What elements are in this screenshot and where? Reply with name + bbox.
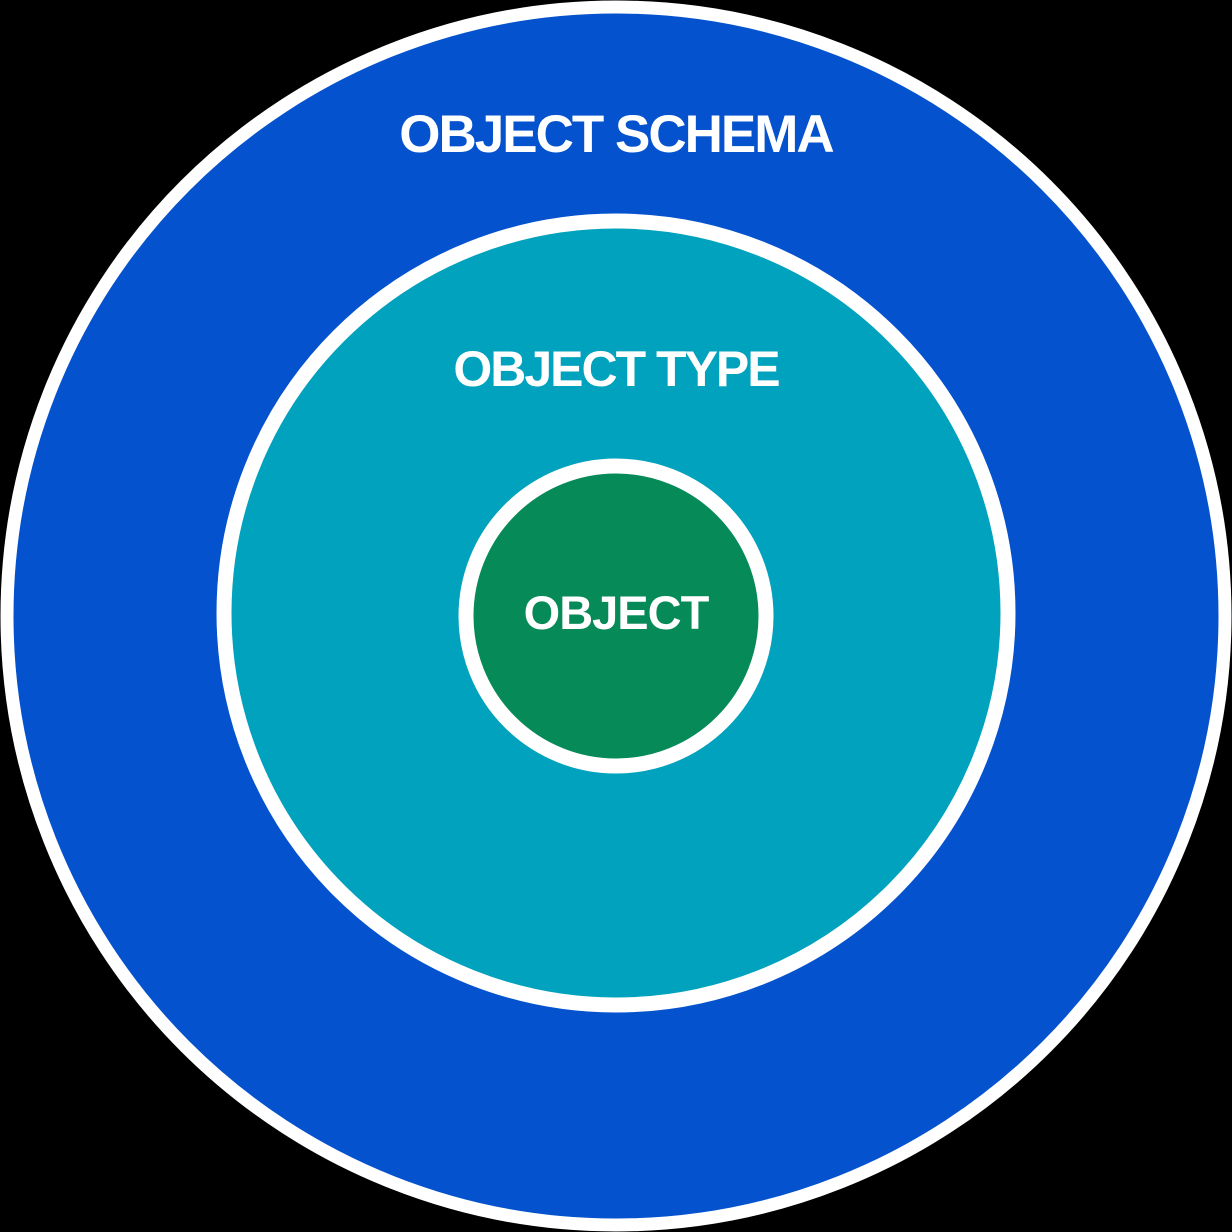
label-object: OBJECT: [523, 586, 710, 639]
label-object-schema: OBJECT SCHEMA: [399, 105, 834, 164]
label-object-type: OBJECT TYPE: [453, 341, 780, 397]
inner-circle-object: [458, 458, 774, 774]
